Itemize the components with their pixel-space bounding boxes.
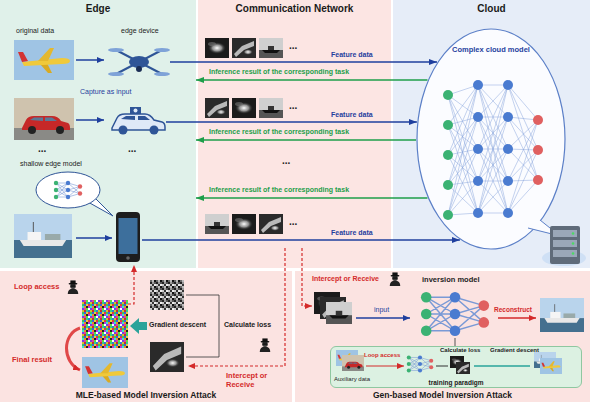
noisy-feature-map [150,280,184,310]
reconstructed-image [82,357,128,388]
node-heading: Gen-based Model Inversion Attack [373,391,512,401]
feature-stub [170,61,196,63]
flow-arrow [436,366,448,367]
edge-label: Inference result of the corresponding ta… [208,186,350,194]
ellipsis: ... [282,155,290,167]
step-caption: Loop access [14,283,59,292]
plane-image [14,40,74,80]
step-caption: Final result [12,356,52,365]
feature-map [232,214,256,234]
edge-model-bubble [36,172,113,216]
step-caption: Intercept or Receive [226,372,288,389]
feature-map [205,98,229,118]
feature-map [456,362,470,374]
feature-stub [166,121,196,123]
ellipsis: ... [289,40,297,52]
intercept-arrow [302,248,312,306]
input-arrow [356,317,410,319]
feature-map [205,214,229,234]
step-caption: Gradient descent [149,321,206,329]
arrow-caption: Capture as input [80,88,131,96]
auxiliary-image [342,355,364,371]
arrow-caption: Reconstruct [494,306,532,313]
capture-arrow [76,59,104,61]
paradigm-link [455,338,456,346]
inversion-network [421,292,489,336]
ellipsis: ... [289,216,297,228]
model-caption: inversion model [422,276,480,285]
final-result-arrow [67,328,81,370]
feature-map [232,38,256,58]
device-caption: edge device [121,27,159,35]
capture-arrow [76,119,104,121]
gradient-arrow [474,365,530,367]
bubble-shape [417,29,565,249]
ellipsis: ... [128,143,136,155]
edge-label: Inference result of the corresponding ta… [208,68,350,76]
arrow-caption: input [374,306,389,314]
step-caption: Calculate loss [224,321,271,329]
edge-label: Feature data [330,111,374,119]
feature-map [259,38,283,58]
feature-arrow [196,121,417,123]
attack-panel: Gen-based Model Inversion Attack training… [295,271,590,402]
attacker-icon [68,280,79,294]
ellipsis: ... [38,143,46,155]
reconstructed-image [540,298,584,332]
attacker-icon [390,272,401,286]
edge-network [407,355,434,372]
node-heading: Cloud [477,3,505,15]
cloud-network [443,80,543,220]
reconstruct-arrow [498,317,536,319]
edge-label: Feature data [330,51,374,59]
edge-label: Feature data [330,229,374,237]
car-camera-icon [112,107,165,135]
step-caption: Gradient descent [490,347,539,354]
result-arrow [196,139,416,141]
car-image [14,98,74,140]
result-arrow [196,197,427,199]
node-heading: Communication Network [236,3,354,15]
loop-arrow [366,366,404,367]
output-image [540,358,562,374]
result-arrow [196,79,427,81]
ellipsis: ... [289,100,297,112]
feature-map [232,98,256,118]
noise-image [82,300,128,348]
edge-label: Inference result of the corresponding ta… [208,128,350,136]
ship-image [14,214,72,258]
feature-arrow [196,239,460,241]
node-heading: Edge [86,3,110,15]
input-arrow [76,237,112,239]
image-caption: original data [16,27,54,35]
step-caption: Calculate loss [440,347,480,354]
model-caption: shallow edge model [20,160,82,168]
node-heading: MLE-based Model Inversion Attack [76,391,216,401]
feature-arrow [196,61,437,63]
image-caption: Auxiliary data [334,376,370,383]
feature-stub [142,239,196,241]
feature-map [259,98,283,118]
drone-icon [108,48,170,76]
intercept-arrow [188,248,285,366]
step-caption: Loop access [364,352,400,359]
feature-map [326,302,352,324]
node-heading: training paradigm [429,379,484,386]
loop-access-arrow [128,265,134,304]
feature-map [259,214,283,234]
attacker-icon [260,338,271,352]
step-caption: Intercept or Receive [312,275,379,283]
feature-map [150,342,184,372]
server-icon [542,226,586,266]
node-heading: Complex cloud model [452,46,530,55]
feature-map [205,38,229,58]
gradient-arrow [130,318,147,334]
phone-icon [116,212,140,262]
